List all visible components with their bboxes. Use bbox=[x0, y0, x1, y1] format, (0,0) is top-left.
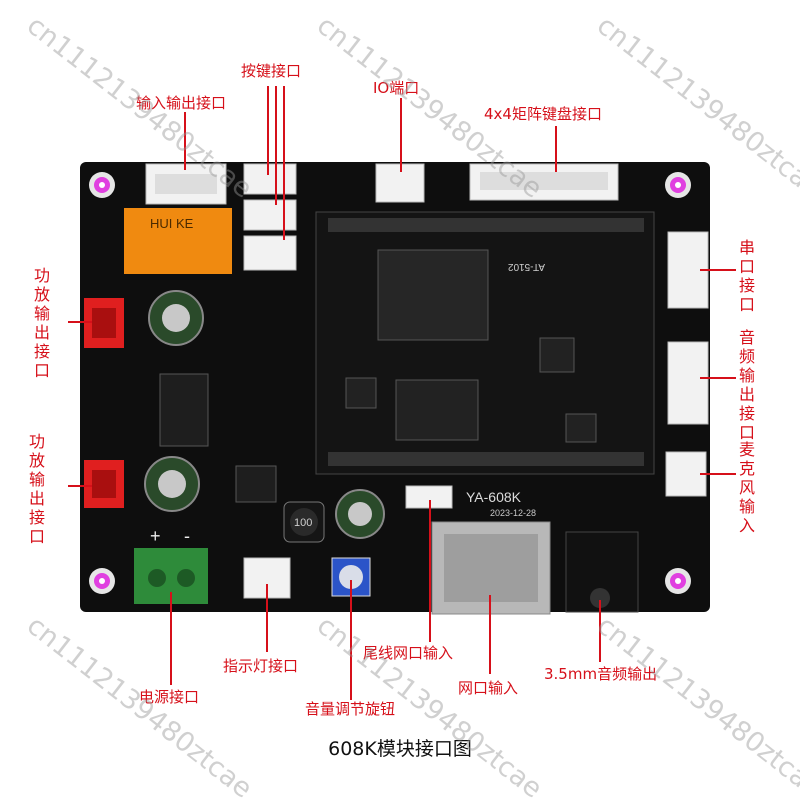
connector-call2 bbox=[243, 199, 297, 231]
power-minus-text: - bbox=[184, 526, 190, 546]
board-model-text: YA-608K bbox=[466, 489, 522, 505]
label-mic-in: 麦克风输入 bbox=[738, 440, 755, 535]
label-io-in-out: 输入输出接口 bbox=[136, 94, 227, 112]
board-date-text: 2023-12-28 bbox=[490, 508, 536, 518]
label-pigtail-net: 尾线网口输入 bbox=[363, 644, 454, 662]
power-plus-text: + bbox=[150, 526, 161, 546]
inductor-text: 100 bbox=[294, 517, 312, 529]
connector-call1 bbox=[243, 163, 297, 195]
connector-cn5 bbox=[667, 341, 709, 425]
relay-text: HUI KE bbox=[150, 216, 194, 231]
chip-name-text: AT-5102 bbox=[508, 261, 545, 272]
label-keys: 按键接口 bbox=[241, 62, 302, 80]
amplifier-chip-u4 bbox=[159, 373, 209, 447]
leader-lines bbox=[68, 86, 736, 700]
label-power: 电源接口 bbox=[139, 688, 200, 706]
relay-re1 bbox=[124, 208, 232, 274]
label-amp-out-bottom: 功放输出接口 bbox=[28, 432, 45, 546]
label-io-port: IO端口 bbox=[373, 79, 420, 97]
label-matrix-keypad: 4x4矩阵键盘接口 bbox=[484, 105, 602, 123]
connector-call3 bbox=[243, 235, 297, 271]
label-volume-knob: 音量调节旋钮 bbox=[305, 700, 396, 718]
mounting-hole-h1 bbox=[89, 568, 115, 594]
label-indicator: 指示灯接口 bbox=[223, 657, 299, 675]
chip-u2 bbox=[235, 465, 277, 503]
small-chip-br bbox=[565, 413, 597, 443]
diagram-caption: 608K模块接口图 bbox=[328, 738, 472, 760]
small-chip-right bbox=[539, 337, 575, 373]
mounting-hole-h3 bbox=[665, 172, 691, 198]
header-row-bottom bbox=[328, 452, 644, 466]
small-chip-left bbox=[345, 377, 377, 409]
header-row bbox=[328, 218, 644, 232]
label-audio-35mm: 3.5mm音频输出 bbox=[544, 665, 658, 683]
label-amp-out-top: 功放输出接口 bbox=[33, 266, 50, 380]
mounting-hole-h2 bbox=[665, 568, 691, 594]
label-net-in: 网口输入 bbox=[458, 679, 519, 697]
mounting-hole-h4 bbox=[89, 172, 115, 198]
codec-chip bbox=[395, 379, 479, 441]
label-audio-out-port: 音频输出接口 bbox=[738, 328, 755, 442]
label-serial: 串口接口 bbox=[738, 238, 755, 314]
mcu-chip bbox=[377, 249, 489, 341]
